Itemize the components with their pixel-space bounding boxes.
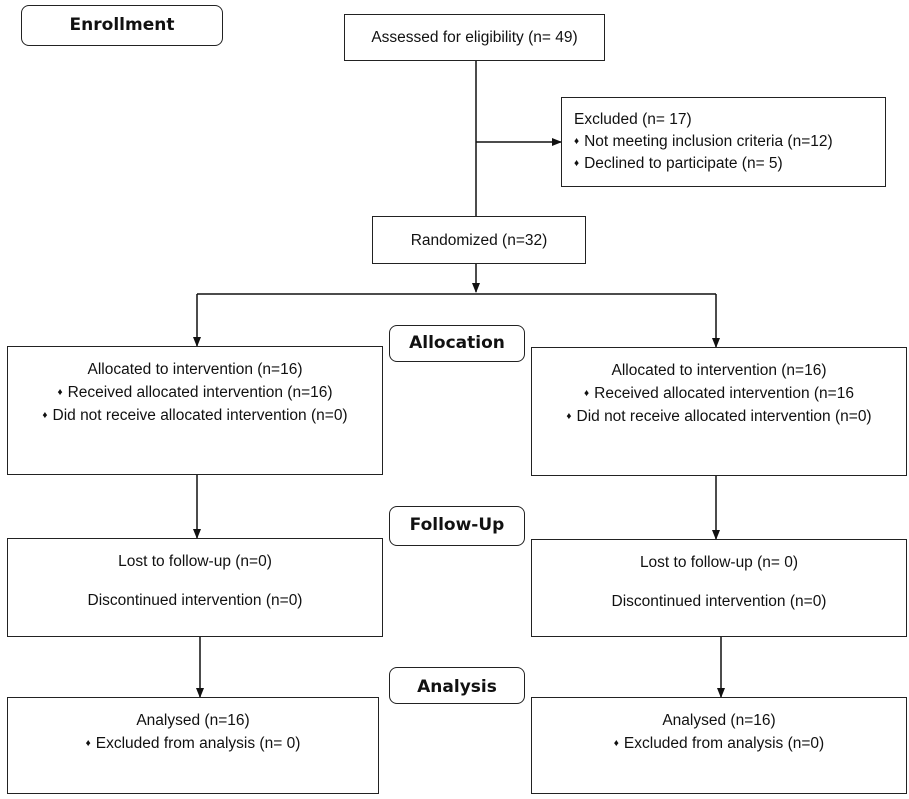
stage-follow-up: Follow-Up bbox=[389, 506, 525, 546]
right-allocated-text: Allocated to intervention (n=16) bbox=[611, 362, 827, 379]
assessed-text: Assessed for eligibility (n= 49) bbox=[371, 29, 578, 46]
randomized-box: Randomized (n=32) bbox=[372, 216, 586, 264]
excluded-title: Excluded (n= 17) bbox=[574, 111, 692, 128]
excluded-item: ♦Declined to participate (n= 5) bbox=[574, 155, 783, 173]
left-allocated-item: ♦Received allocated intervention (n=16) bbox=[57, 384, 333, 402]
left-analysed-text: Analysed (n=16) bbox=[136, 712, 250, 729]
randomized-text: Randomized (n=32) bbox=[410, 232, 548, 249]
left-discontinued-text: Discontinued intervention (n=0) bbox=[87, 592, 303, 610]
left-analysed-item: ♦Excluded from analysis (n= 0) bbox=[85, 735, 301, 753]
right-followup-box: Lost to follow-up (n= 0) Discontinued in… bbox=[531, 539, 907, 637]
bullet-icon: ♦ bbox=[57, 387, 63, 399]
right-discontinued-text: Discontinued intervention (n=0) bbox=[611, 593, 827, 611]
bullet-icon: ♦ bbox=[613, 738, 619, 750]
bullet-icon: ♦ bbox=[566, 411, 572, 423]
left-allocated-text: Allocated to intervention (n=16) bbox=[87, 361, 303, 378]
stage-analysis: Analysis bbox=[389, 667, 525, 704]
bullet-icon: ♦ bbox=[574, 158, 580, 170]
bullet-icon: ♦ bbox=[85, 738, 91, 750]
excluded-item: ♦Not meeting inclusion criteria (n=12) bbox=[574, 133, 833, 151]
right-analysis-box: Analysed (n=16) ♦Excluded from analysis … bbox=[531, 697, 907, 794]
right-allocated-item: ♦Received allocated intervention (n=16 bbox=[584, 385, 854, 403]
right-analysed-text: Analysed (n=16) bbox=[662, 712, 776, 729]
right-lost-text: Lost to follow-up (n= 0) bbox=[639, 554, 799, 571]
right-allocation-box: Allocated to intervention (n=16) ♦Receiv… bbox=[531, 347, 907, 476]
left-allocation-box: Allocated to intervention (n=16) ♦Receiv… bbox=[7, 346, 383, 475]
left-followup-box: Lost to follow-up (n=0) Discontinued int… bbox=[7, 538, 383, 637]
right-analysed-item: ♦Excluded from analysis (n=0) bbox=[613, 735, 825, 753]
left-lost-text: Lost to follow-up (n=0) bbox=[118, 553, 272, 570]
left-allocated-item: ♦Did not receive allocated intervention … bbox=[42, 407, 348, 425]
bullet-icon: ♦ bbox=[574, 136, 580, 148]
excluded-box: Excluded (n= 17) ♦Not meeting inclusion … bbox=[561, 97, 886, 187]
left-analysis-box: Analysed (n=16) ♦Excluded from analysis … bbox=[7, 697, 379, 794]
right-allocated-item: ♦Did not receive allocated intervention … bbox=[566, 408, 872, 426]
stage-enrollment: Enrollment bbox=[21, 5, 223, 46]
bullet-icon: ♦ bbox=[584, 388, 590, 400]
assessed-box: Assessed for eligibility (n= 49) bbox=[344, 14, 605, 61]
stage-allocation: Allocation bbox=[389, 325, 525, 362]
bullet-icon: ♦ bbox=[42, 410, 48, 422]
